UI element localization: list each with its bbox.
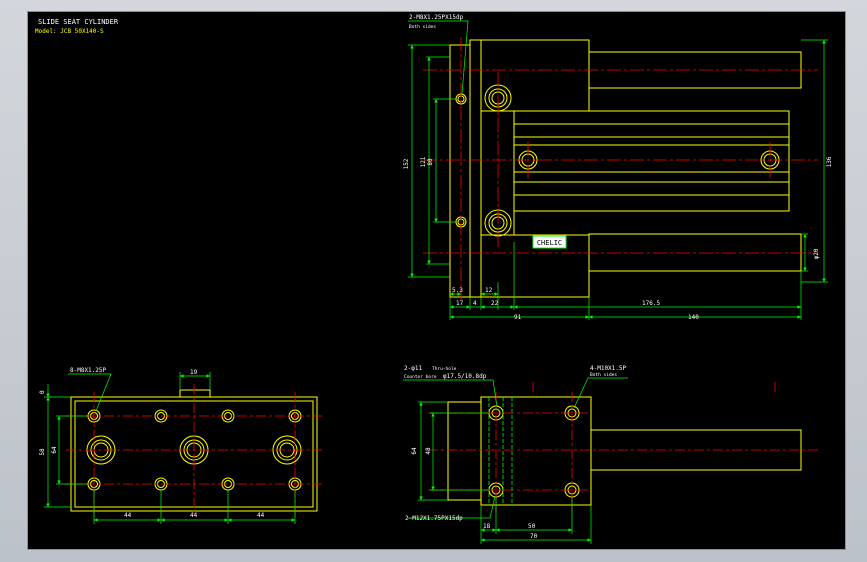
lower-rod: [588, 233, 802, 272]
chelic-logo-text: CHELIC: [537, 239, 562, 247]
dim-rod-diameter: φ20: [813, 248, 820, 259]
end-callout-bottom: 2-M12X1.75PX15dp: [405, 515, 463, 522]
drawing-title: SLIDE SEAT CYLINDER: [38, 18, 119, 26]
upper-block: [480, 39, 590, 112]
dim-overall-height: 152: [403, 158, 410, 169]
end-dim-64: 64: [411, 447, 418, 455]
dim-64: 64: [51, 446, 58, 454]
dim-pitch-3: 44: [257, 512, 265, 519]
top-boss: [179, 389, 211, 398]
end-plate: [449, 44, 471, 298]
dim-0: 0: [39, 390, 46, 394]
slide-rail: [513, 110, 790, 212]
dim-19: 19: [190, 369, 198, 376]
end-dim-48: 48: [425, 447, 432, 455]
model-label: Model: JCB 50X140-S: [35, 28, 104, 35]
end-view: 2-φ11 Thru-hole Counter bore φ17.5/10.8d…: [403, 365, 818, 544]
end-callout-taps-sub: Both sides: [590, 372, 617, 378]
drawing-canvas[interactable]: SLIDE SEAT CYLINDER Model: JCB 50X140-S: [27, 11, 846, 550]
dim-176-5: 176.5: [642, 300, 660, 307]
dim-right-height: 136: [826, 156, 833, 167]
cad-drawing: SLIDE SEAT CYLINDER Model: JCB 50X140-S: [35, 14, 833, 544]
dim-pitch-2: 44: [190, 512, 198, 519]
dim-inner-height: 121: [420, 156, 427, 167]
bottom-view: 8-M8X1.25P 19 0 58 64 44 44 44: [39, 367, 322, 524]
side-callout-sub: Both sides: [409, 24, 436, 30]
side-callout: 2-M8X1.25PX15dp: [409, 14, 464, 21]
end-callout-holes-sub: Thru-hole: [432, 366, 457, 372]
side-view: CHELIC: [403, 14, 833, 321]
dim-22: 22: [491, 300, 499, 307]
end-dim-70: 70: [530, 533, 538, 540]
dim-58: 58: [39, 448, 46, 456]
dim-4: 4: [473, 300, 477, 307]
chelic-logo: [532, 235, 567, 249]
dim-140: 140: [688, 314, 699, 321]
end-callout-taps: 4-M10X1.5P: [590, 365, 627, 372]
bottom-callout: 8-M8X1.25P: [70, 367, 107, 374]
end-dim-18: 18: [483, 523, 491, 530]
end-view-plate: [447, 401, 482, 501]
end-dim-50: 50: [528, 523, 536, 530]
dim-12: 12: [485, 287, 493, 294]
body-left-section: [469, 39, 482, 298]
end-callout-cbore: Counter bore: [404, 374, 437, 380]
dim-91: 91: [514, 314, 522, 321]
end-callout-holes: 2-φ11: [404, 365, 422, 372]
end-callout-cbore-val: φ17.5/10.8dp: [443, 373, 487, 380]
dim-pitch-1: 44: [124, 512, 132, 519]
dim-5-3: 5.3: [452, 287, 463, 294]
dim-hole-pitch: 80: [427, 158, 434, 166]
dim-17: 17: [456, 300, 464, 307]
end-view-rod: [590, 429, 802, 471]
